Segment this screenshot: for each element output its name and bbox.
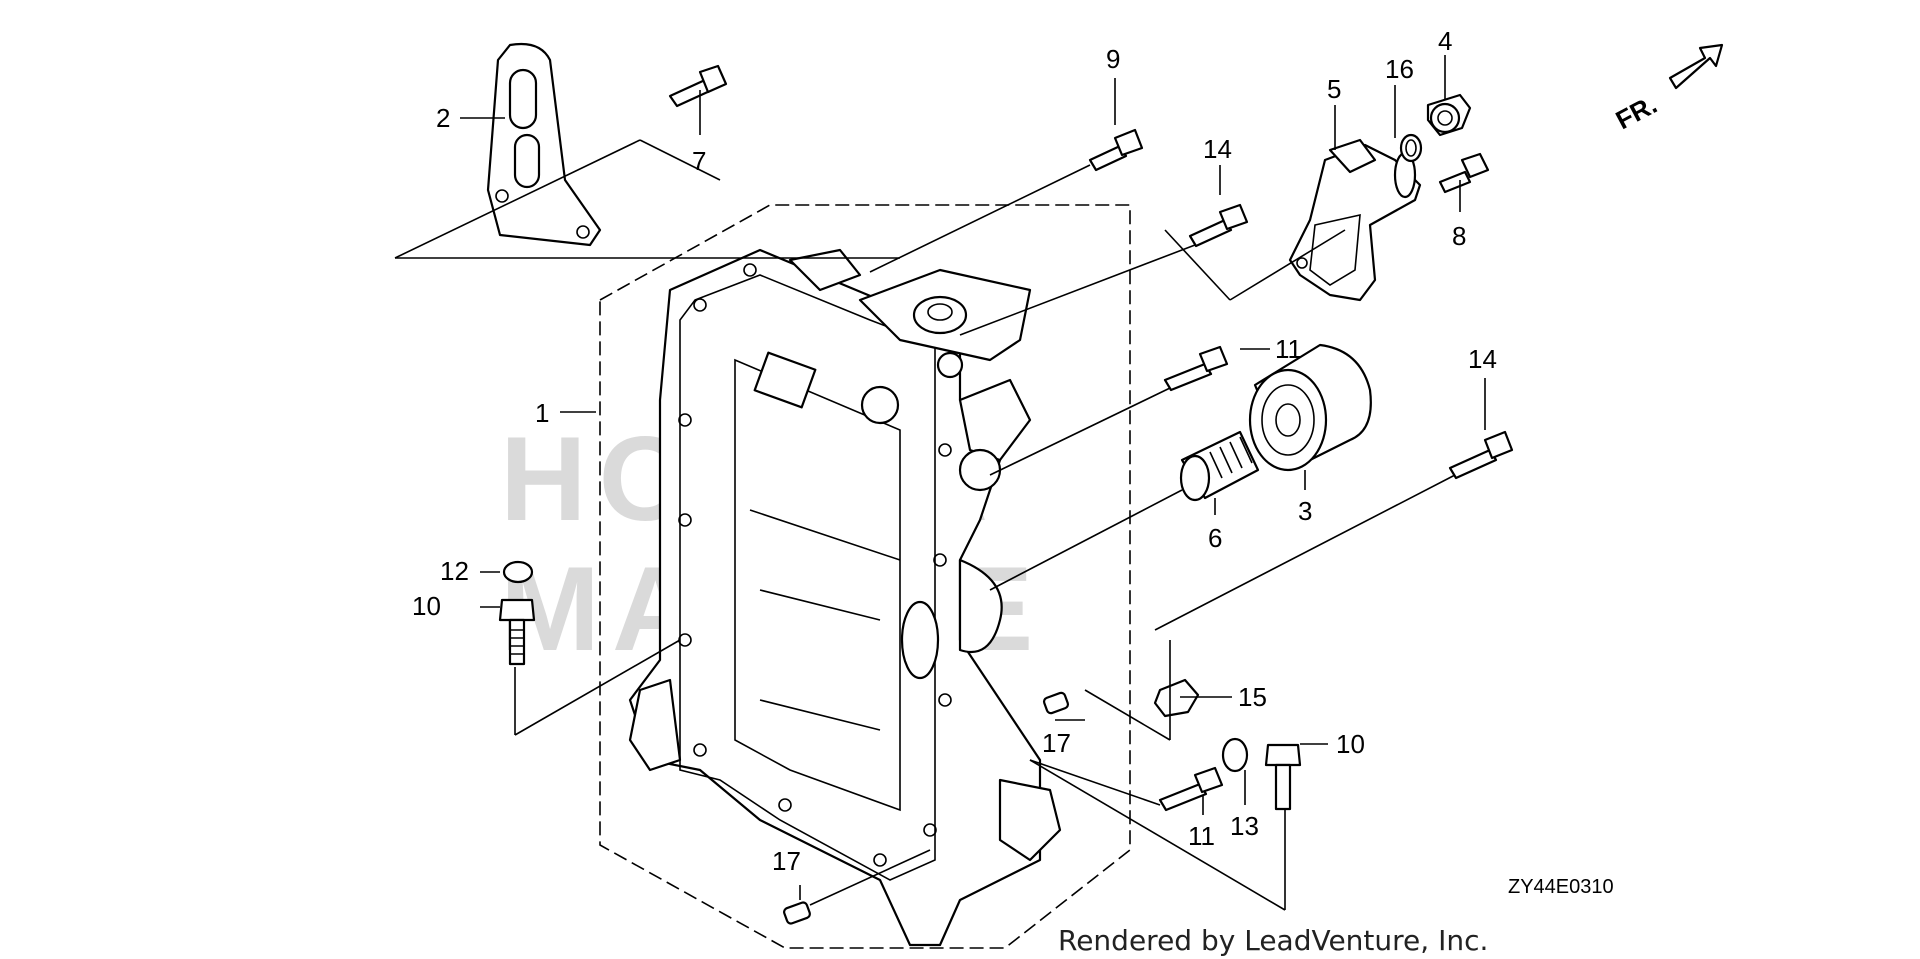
credit-text: Rendered by LeadVenture, Inc. (1058, 924, 1488, 957)
callout-10-right: 10 (1336, 729, 1365, 759)
callout-6: 6 (1208, 523, 1222, 553)
o-ring-inner (1405, 139, 1417, 157)
bracket-plate (486, 42, 602, 247)
callout-15: 15 (1238, 682, 1267, 712)
callout-17-bottom: 17 (772, 846, 801, 876)
callout-4: 4 (1438, 26, 1452, 56)
o-ring (1399, 133, 1423, 163)
dowel-right (1042, 691, 1070, 715)
callout-12: 12 (440, 556, 469, 586)
washer (1221, 737, 1249, 773)
callout-7: 7 (692, 146, 706, 176)
callout-9: 9 (1106, 44, 1120, 74)
callout-11-bottom: 11 (1188, 821, 1215, 851)
fr-label: FR. (1611, 89, 1662, 135)
callout-14-right: 14 (1468, 344, 1497, 374)
front-direction-arrow: FR. (1611, 43, 1724, 135)
callout-13: 13 (1230, 811, 1259, 841)
callout-17-right: 17 (1042, 728, 1071, 758)
cap-nut (1153, 678, 1200, 718)
callout-16: 16 (1385, 54, 1414, 84)
bolt-left (498, 598, 536, 666)
callout-2: 2 (436, 103, 450, 133)
bolts (668, 64, 1514, 812)
valve-housing (1288, 138, 1422, 302)
cap-part (1426, 93, 1472, 137)
callout-14-top: 14 (1203, 134, 1232, 164)
callout-1: 1 (535, 398, 549, 428)
main-plate (628, 248, 1062, 947)
callout-11-top: 11 (1275, 334, 1302, 364)
dowel-bottom (783, 901, 811, 925)
threaded-fitting (1179, 430, 1260, 502)
callout-labels: 1 2 3 4 5 6 7 8 9 10 10 11 11 12 13 14 1… (412, 26, 1497, 876)
diagram-code: ZY44E0310 (1508, 876, 1614, 898)
callout-3: 3 (1298, 496, 1312, 526)
leader-lines (394, 55, 1486, 911)
small-cap (502, 560, 534, 584)
oil-filter (1248, 343, 1372, 472)
callout-8: 8 (1452, 221, 1466, 251)
callout-5: 5 (1327, 74, 1341, 104)
callout-10-left: 10 (412, 591, 441, 621)
